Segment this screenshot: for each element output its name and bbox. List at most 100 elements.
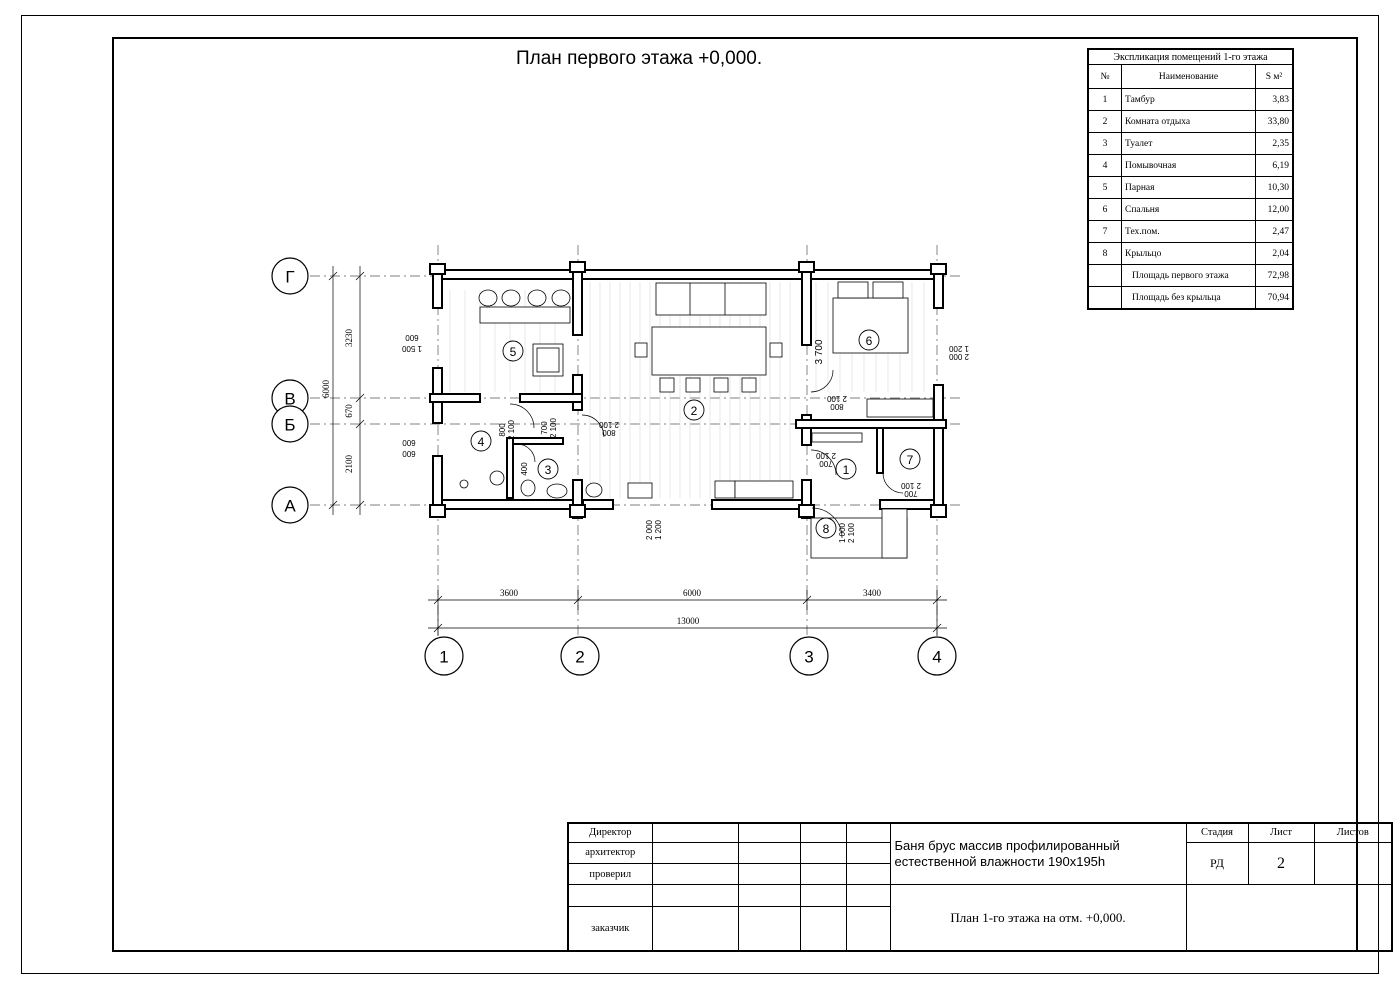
room-number-1: 1 [843, 463, 850, 477]
role-empty [567, 884, 653, 907]
opening-label: 600 [402, 449, 416, 458]
row-num: 6 [1087, 198, 1122, 221]
room-number-7: 7 [907, 453, 914, 467]
row-area: 2,35 [1255, 132, 1294, 155]
opening-label: 800 [498, 423, 507, 437]
room-number-4: 4 [478, 435, 485, 449]
dim-2100: 2100 [344, 455, 354, 474]
dim-3230: 3230 [344, 329, 354, 348]
dim-6000: 6000 [683, 588, 702, 598]
sheet-label: Лист [1247, 822, 1315, 843]
row-num: 2 [1087, 110, 1122, 133]
axis-label-3: 3 [804, 648, 813, 667]
opening-label: 800 [830, 402, 844, 411]
row-num: 1 [1087, 88, 1122, 111]
sheets-value [1313, 841, 1393, 886]
outer-frame [21, 15, 1379, 974]
row-num: 7 [1087, 220, 1122, 243]
room-number-3: 3 [545, 463, 552, 477]
stage-label: Стадия [1185, 822, 1249, 843]
room-number-5: 5 [510, 345, 517, 359]
dim-3400: 3400 [863, 588, 882, 598]
explication-table: Экспликация помещений 1-го этажа № Наиме… [1087, 48, 1294, 310]
row-area: 33,80 [1255, 110, 1294, 133]
opening-label: 1 000 [838, 522, 847, 543]
opening-label: 400 [520, 462, 529, 476]
row-num: 8 [1087, 242, 1122, 265]
axis-label-v: В [284, 390, 295, 409]
axis-bubbles [271, 257, 957, 676]
total-name: Площадь без крыльца [1121, 286, 1256, 310]
axis-label-4: 4 [932, 648, 941, 667]
explication-title: Экспликация помещений 1-го этажа [1087, 48, 1294, 65]
room-markers [470, 329, 921, 539]
row-name: Парная [1121, 176, 1256, 199]
row-area: 2,47 [1255, 220, 1294, 243]
opening-label: 2 100 [549, 417, 558, 438]
row-name: Комната отдыха [1121, 110, 1256, 133]
room-number-6: 6 [866, 334, 873, 348]
row-name: Тамбур [1121, 88, 1256, 111]
row-area: 10,30 [1255, 176, 1294, 199]
col-header-name: Наименование [1121, 64, 1256, 89]
role-customer: заказчик [567, 905, 653, 952]
col-header-area: S м² [1255, 64, 1294, 89]
row-area: 6,19 [1255, 154, 1294, 177]
row-name: Крыльцо [1121, 242, 1256, 265]
drawing-name: План 1-го этажа на отм. +0,000. [889, 884, 1187, 952]
dimension-lines [328, 266, 947, 636]
title-block: Директор Баня брус массив профилированны… [567, 822, 1393, 952]
axis-label-g: Г [285, 268, 294, 287]
furniture [459, 281, 934, 559]
row-name: Помывочная [1121, 154, 1256, 177]
role-architect: архитектор [567, 841, 653, 865]
wall-caps [429, 261, 947, 518]
col-header-num: № [1087, 64, 1122, 89]
dim-3600: 3600 [500, 588, 519, 598]
total-name: Площадь первого этажа [1121, 264, 1256, 287]
room-number-2: 2 [691, 404, 698, 418]
sheets-label: Листов [1313, 822, 1393, 843]
row-num: 4 [1087, 154, 1122, 177]
row-area: 3,83 [1255, 88, 1294, 111]
row-area: 12,00 [1255, 198, 1294, 221]
row-name: Спальня [1121, 198, 1256, 221]
opening-label: 700 [819, 459, 833, 468]
opening-label: 2 100 [815, 451, 836, 460]
opening-label: 1 500 [401, 344, 422, 353]
opening-label: 600 [402, 438, 416, 447]
axis-label-2: 2 [575, 648, 584, 667]
plan-title: План первого этажа +0,000. [516, 48, 763, 69]
total-area: 72,98 [1255, 264, 1294, 287]
opening-label: 700 [904, 489, 918, 498]
opening-label: 1 200 [654, 519, 663, 540]
opening-label: 700 [540, 421, 549, 435]
opening-label: 2 100 [900, 481, 921, 490]
role-director: Директор [567, 822, 653, 843]
opening-label: 3 700 [814, 339, 825, 364]
row-num: 5 [1087, 176, 1122, 199]
axis-label-b: Б [284, 416, 295, 435]
project-name: Баня брус массив профилированный естеств… [889, 822, 1187, 886]
opening-label: 2 100 [598, 420, 619, 429]
axis-label-1: 1 [439, 648, 448, 667]
total-area: 70,94 [1255, 286, 1294, 310]
opening-label: 1 200 [948, 344, 969, 353]
walls [429, 264, 947, 519]
row-num: 3 [1087, 132, 1122, 155]
opening-label: 2 000 [948, 352, 969, 361]
stage-value: РД [1185, 841, 1249, 886]
opening-label: 2 100 [847, 522, 856, 543]
dim-13000: 13000 [677, 616, 700, 626]
row-name: Туалет [1121, 132, 1256, 155]
room-number-8: 8 [823, 522, 830, 536]
opening-label: 600 [405, 333, 419, 342]
